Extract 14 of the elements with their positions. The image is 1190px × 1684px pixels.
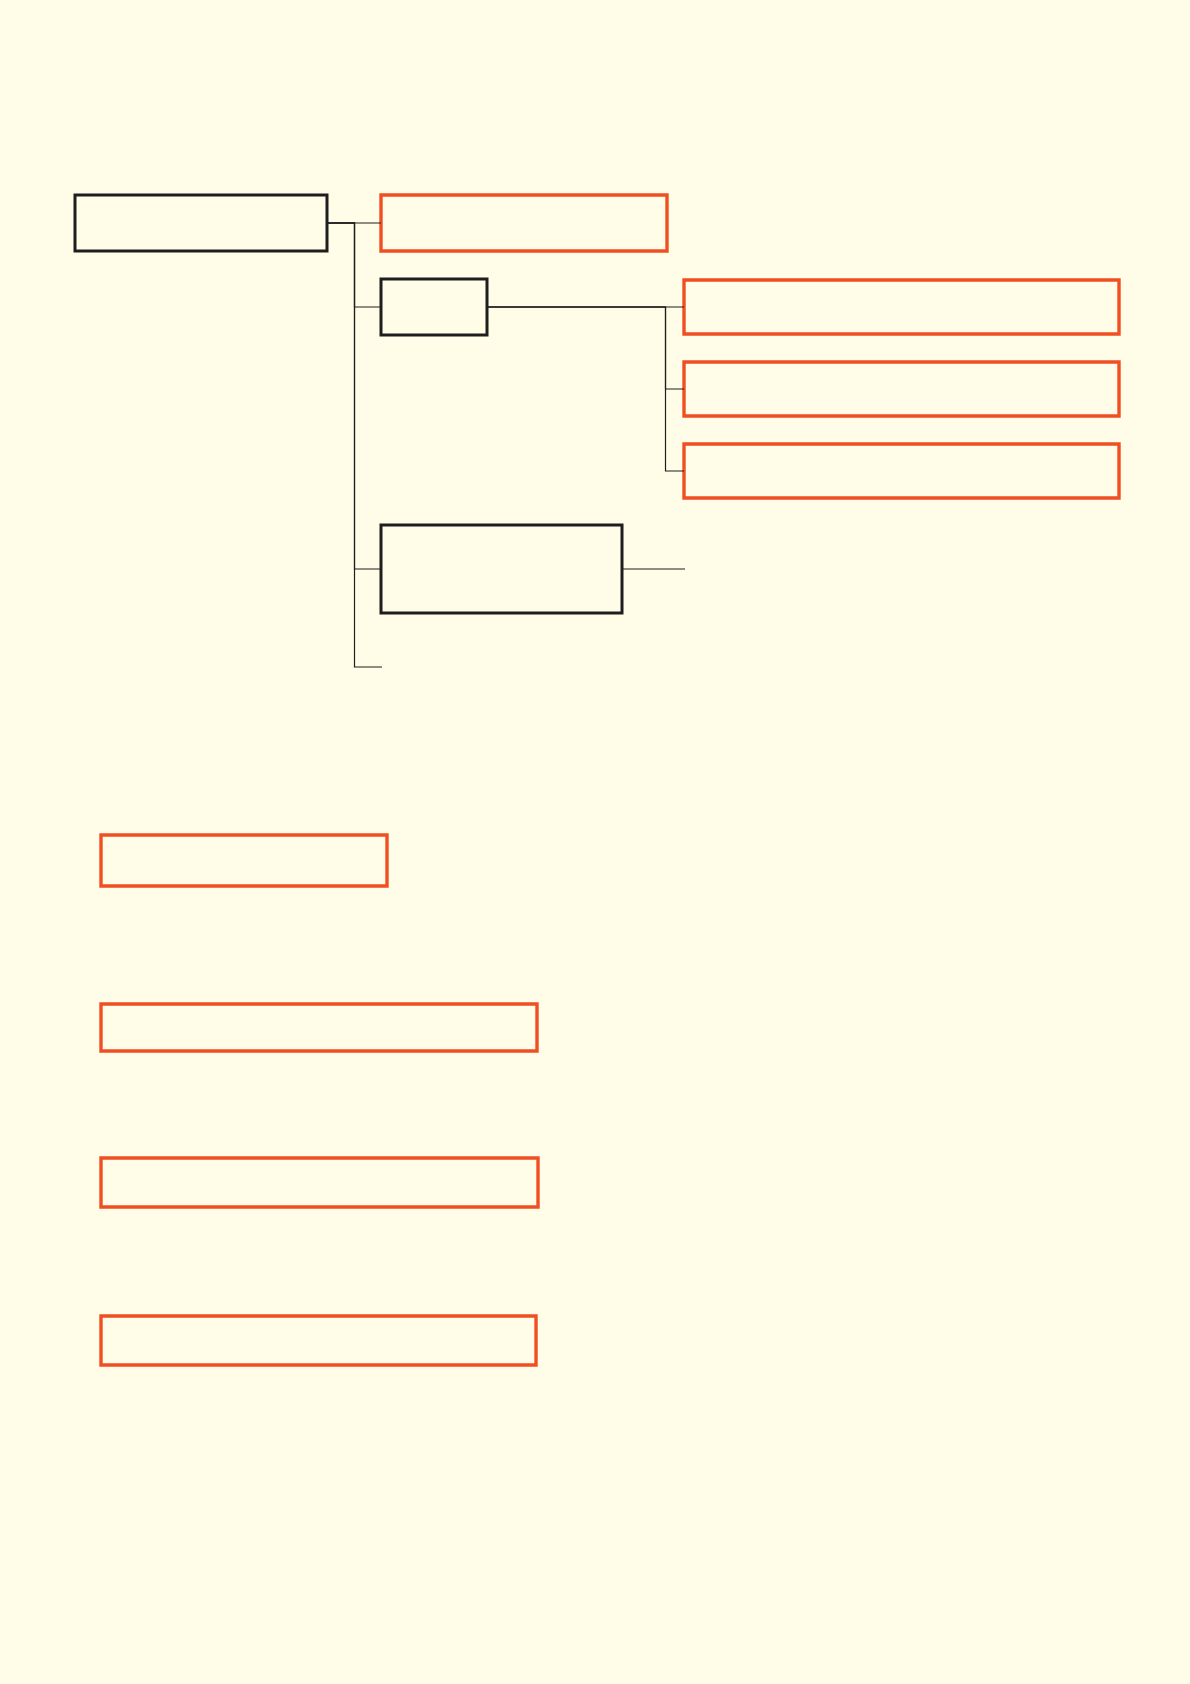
empty-box [379,277,489,337]
empty-box [73,193,329,253]
empty-box [379,193,669,253]
connector-line [621,568,686,570]
connector-line [486,306,685,472]
empty-box [379,523,624,615]
empty-box [682,442,1121,500]
empty-box [682,360,1121,418]
connector-line [326,222,383,668]
empty-box [99,1156,540,1209]
empty-box [99,833,389,888]
empty-box [99,1002,539,1053]
empty-box [99,1314,538,1367]
empty-box [682,278,1121,336]
